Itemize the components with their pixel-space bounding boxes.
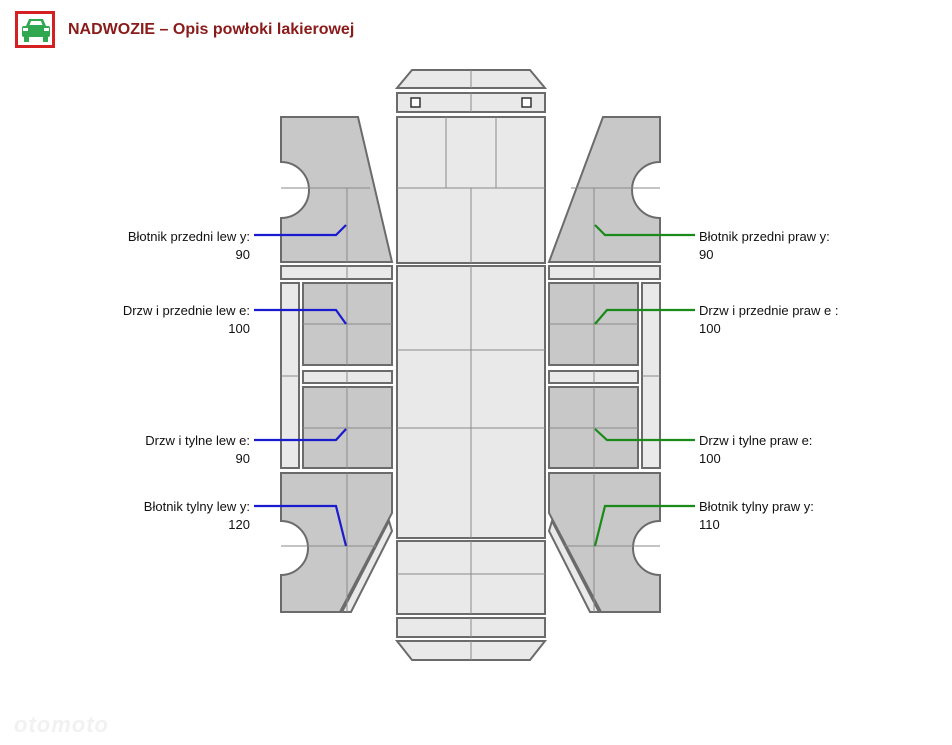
leader-front-left-fender [254,224,347,237]
label-front-left-door: Drzw i przednie lew e:100 [122,303,250,336]
label-front-right-door: Drzw i przednie praw e :100 [699,303,839,336]
label-rear-left-fender: Błotnik tylny lew y:120 [143,499,250,532]
rear-left-fender [280,472,393,613]
car-badge [15,11,55,48]
left-rear-strip [340,518,394,613]
leader-front-left-door [254,308,347,325]
label-rear-right-fender: Błotnik tylny praw y:110 [699,499,814,532]
label-front-left-fender: Błotnik przedni lew y:90 [127,229,250,262]
right-rear-strip [547,518,601,613]
front-left-fender [280,116,394,263]
car-icon [22,19,50,42]
leader-front-right-fender [594,224,695,237]
page-title: NADWOZIE – Opis powłoki lakierowej [68,21,355,38]
label-front-right-fender: Błotnik przedni praw y:90 [699,229,830,262]
leader-rear-left-fender [254,504,348,547]
left-upper-sill [280,265,393,280]
leader-rear-right-door [594,428,695,442]
front-right-fender [547,116,661,263]
watermark: otomoto [14,712,109,737]
label-rear-left-door: Drzw i tylne lew e:90 [145,433,250,466]
rear-right-fender [548,472,661,613]
label-rear-right-door: Drzw i tylne praw e:100 [699,433,813,466]
right-upper-sill [548,265,661,280]
leader-rear-left-door [254,428,347,442]
leader-front-right-door [594,308,695,325]
leader-rear-right-fender [593,504,695,547]
